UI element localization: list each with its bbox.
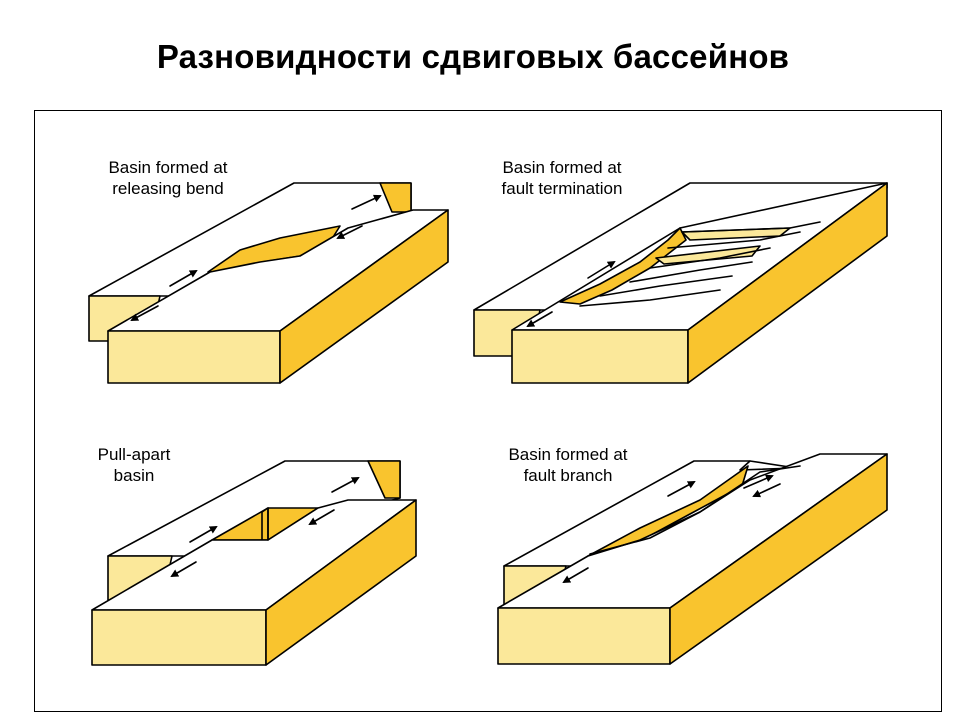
panel-fault-termination: [473, 182, 888, 384]
fault-line: [629, 261, 753, 283]
label-fault-termination-line2: fault termination: [501, 179, 623, 198]
label-releasing-bend: Basin formed at releasing bend: [78, 157, 258, 199]
panel-releasing-bend: [88, 182, 449, 384]
label-fault-termination-line1: Basin formed at: [502, 158, 622, 177]
slip-arrow: [169, 270, 198, 287]
label-releasing-bend-line1: Basin formed at: [108, 158, 228, 177]
panel-fault-branch: [497, 453, 888, 665]
slip-arrow: [526, 311, 553, 328]
slip-arrow: [189, 526, 218, 543]
basin-wall: [261, 507, 269, 541]
label-releasing-bend-line2: releasing bend: [112, 179, 224, 198]
front-block: [107, 209, 449, 384]
label-fault-branch-line2: fault branch: [523, 466, 613, 485]
slip-arrow: [351, 194, 382, 210]
label-fault-branch: Basin formed at fault branch: [478, 444, 658, 486]
slip-arrow: [743, 474, 774, 489]
fault-line: [599, 275, 733, 297]
diagram-frame: [34, 110, 942, 712]
slip-arrow: [587, 260, 616, 279]
slip-arrow: [308, 509, 335, 526]
slip-arrow: [336, 225, 363, 239]
front-block: [91, 499, 417, 666]
label-pull-apart-line2: basin: [113, 466, 155, 485]
label-fault-termination: Basin formed at fault termination: [472, 157, 652, 199]
fault-line: [589, 465, 801, 555]
label-pull-apart-line1: Pull-apart: [97, 445, 171, 464]
fault-line: [649, 247, 771, 269]
slip-arrow: [170, 561, 197, 578]
slip-arrow: [667, 481, 696, 497]
slip-arrow: [562, 567, 589, 584]
panel-pull-apart: [91, 460, 417, 666]
fault-line: [681, 221, 821, 233]
label-fault-branch-line1: Basin formed at: [508, 445, 628, 464]
fault-line: [579, 289, 721, 307]
slip-arrow: [331, 477, 360, 493]
label-pull-apart: Pull-apart basin: [74, 444, 194, 486]
slide-title: Разновидности сдвиговых бассейнов: [156, 38, 790, 75]
basin-fill: [655, 245, 761, 265]
slip-arrow: [130, 305, 159, 321]
slip-arrow: [752, 483, 781, 498]
front-block: [497, 453, 888, 665]
fault-line: [667, 231, 801, 249]
